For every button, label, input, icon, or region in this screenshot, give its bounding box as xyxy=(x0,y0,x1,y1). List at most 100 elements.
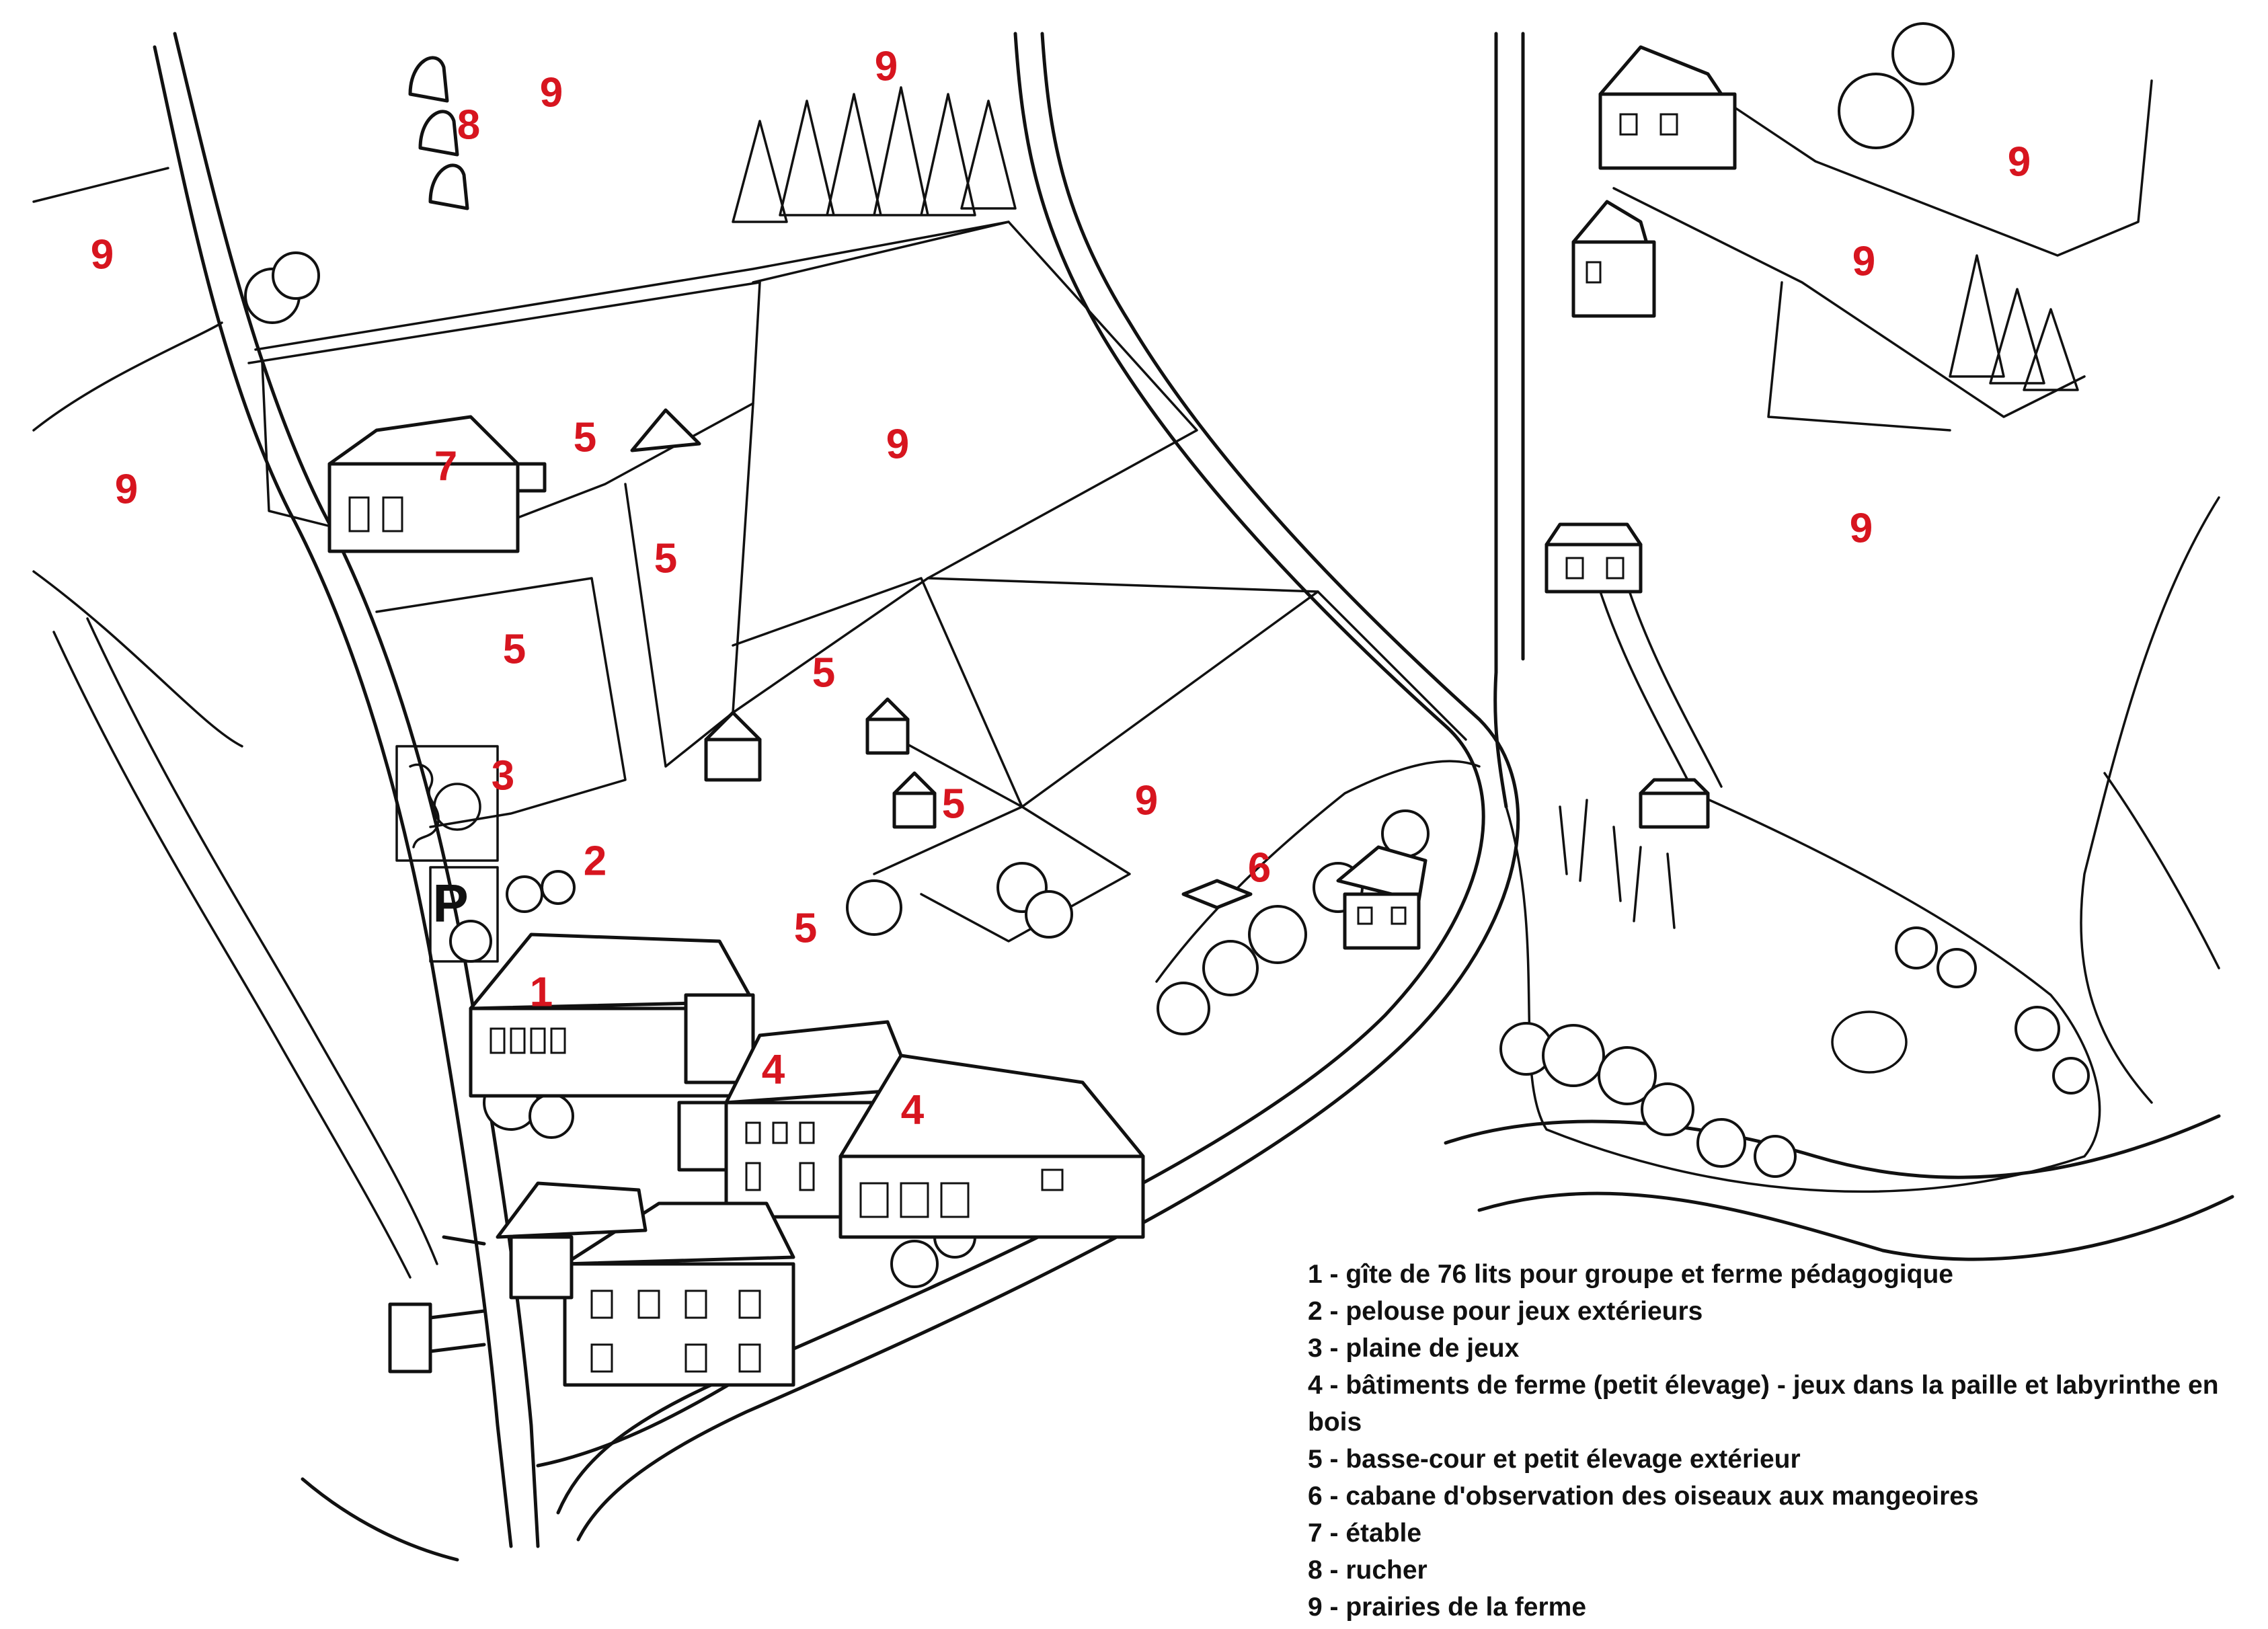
pond-area xyxy=(1499,792,2101,1193)
fence-meadow-right xyxy=(927,577,1467,741)
playground-frame xyxy=(395,745,499,862)
conifers-top-right xyxy=(1949,254,2079,391)
curved-road-right-edge xyxy=(576,32,1520,1542)
right-road-top xyxy=(1444,1114,2221,1179)
pond xyxy=(1831,1010,1908,1074)
roads xyxy=(153,32,2234,1562)
hedge-left-stream-2 xyxy=(86,617,438,1265)
buildings xyxy=(327,45,1737,1387)
barn-bottom xyxy=(496,1181,648,1300)
shed-center-1 xyxy=(704,711,762,782)
bottom-road-edge-2 xyxy=(536,1376,742,1468)
legend-item-7: 7 - étable xyxy=(1308,1519,1422,1548)
stable-hut xyxy=(516,462,547,493)
zone-label-4b: 4 xyxy=(901,1086,925,1133)
fence-far-right xyxy=(2080,496,2220,1104)
zone-label-9i: 9 xyxy=(1850,505,1873,551)
shed-center-3 xyxy=(892,771,937,829)
zone-label-3: 3 xyxy=(492,752,514,799)
playground-maze xyxy=(409,763,440,848)
right-road-bottom xyxy=(1477,1191,2234,1261)
zone-label-9f: 9 xyxy=(1135,777,1158,824)
farmhouse-bottom xyxy=(563,1201,795,1387)
legend-item-6: 6 - cabane d'observation des oiseaux aux… xyxy=(1308,1482,1979,1511)
zone-labels: 1 2 3 4 4 5 5 5 5 5 5 6 7 8 9 9 9 9 9 9 … xyxy=(91,43,2031,1133)
main-road-right-edge xyxy=(173,32,540,1548)
hedge-left-stream xyxy=(52,631,412,1279)
zone-label-4a: 4 xyxy=(762,1046,785,1092)
legend-item-4: 4 - bâtiments de ferme (petit élevage) -… xyxy=(1308,1371,2219,1437)
zone-label-5c: 5 xyxy=(503,626,526,672)
zone-label-7: 7 xyxy=(434,443,457,489)
zone-label-9b: 9 xyxy=(875,43,898,89)
fence-far-right-2 xyxy=(2103,772,2220,969)
path-to-cabin-2 xyxy=(1626,584,1723,788)
fence-left-diag xyxy=(32,321,223,432)
main-road-left-edge xyxy=(153,45,513,1548)
zone-label-8: 8 xyxy=(457,102,480,148)
zone-label-5a: 5 xyxy=(574,414,596,461)
zone-label-5b: 5 xyxy=(654,535,677,582)
conifer-forest-top xyxy=(732,86,1017,223)
legend-item-2: 2 - pelouse pour jeux extérieurs xyxy=(1308,1297,1703,1326)
beehives xyxy=(408,56,469,210)
fence-top-meadow-inner xyxy=(247,281,761,364)
fence-big-meadow xyxy=(732,221,1198,714)
map-legend: 1 - gîte de 76 lits pour groupe et ferme… xyxy=(1308,1256,2249,1626)
house-top-right-1 xyxy=(1598,45,1737,170)
legend-item-3: 3 - plaine de jeux xyxy=(1308,1334,1520,1363)
house-right-middle xyxy=(1544,522,1643,594)
house-zone6 xyxy=(1336,845,1428,950)
bottom-road-edge xyxy=(301,1477,459,1562)
playground xyxy=(395,745,499,862)
zone-label-9a: 9 xyxy=(540,69,563,116)
entrance-sign xyxy=(388,1235,486,1374)
pond-trees xyxy=(1499,1022,1797,1178)
beehive-2 xyxy=(418,110,459,157)
zone-label-2: 2 xyxy=(584,838,607,884)
parking-sign: P xyxy=(432,873,468,933)
fence-zone5-left xyxy=(375,577,627,828)
fence-zone5-lower xyxy=(873,725,1131,943)
parking-area: P xyxy=(429,866,499,963)
fence-meadow-mid xyxy=(732,577,1023,875)
fence-top-meadow xyxy=(254,221,1010,351)
reed-plants xyxy=(1559,799,1676,929)
gite-building xyxy=(469,932,755,1098)
legend-item-1: 1 - gîte de 76 lits pour groupe et ferme… xyxy=(1308,1260,1953,1289)
fence-right-down xyxy=(1767,281,1951,432)
legend-item-5: 5 - basse-cour et petit élevage extérieu… xyxy=(1308,1445,1801,1474)
zone-label-9g: 9 xyxy=(2008,138,2031,185)
zone-label-9h: 9 xyxy=(1852,238,1875,284)
zone-label-5e: 5 xyxy=(942,781,965,827)
observation-cabin xyxy=(1181,879,1253,910)
hedge-zone6 xyxy=(1155,760,1481,983)
zone-label-9d: 9 xyxy=(115,466,138,512)
zone-label-1: 1 xyxy=(530,969,553,1015)
stable-building xyxy=(327,415,520,553)
zone-label-5d: 5 xyxy=(812,649,835,696)
fence-right-meadow xyxy=(1612,187,2086,418)
zone-label-6: 6 xyxy=(1248,844,1271,891)
legend-item-9: 9 - prairies de la ferme xyxy=(1308,1593,1587,1622)
zone-label-5f: 5 xyxy=(794,905,817,951)
stable-tent xyxy=(630,408,701,452)
house-top-right-2 xyxy=(1571,200,1656,318)
fence-left-lower xyxy=(32,570,243,748)
right-lane-1 xyxy=(1493,32,1508,809)
zone-label-9e: 9 xyxy=(886,421,909,467)
farm-building-4b xyxy=(838,1054,1145,1239)
shed-center-2 xyxy=(865,697,910,755)
fence-zone9-lower xyxy=(1021,590,1319,808)
fence-left-upper xyxy=(32,167,169,203)
pond-field-outline xyxy=(1505,792,2101,1193)
legend-item-8: 8 - rucher xyxy=(1308,1556,1428,1585)
pond-side-bushes xyxy=(1895,926,2090,1095)
zone-label-9c: 9 xyxy=(91,231,114,278)
beehive-3 xyxy=(428,163,469,210)
cabin-near-pond xyxy=(1639,778,1710,829)
fence-top-right-field xyxy=(1693,79,2153,257)
beehive-1 xyxy=(408,56,449,103)
fence-zone5-center xyxy=(624,402,754,768)
